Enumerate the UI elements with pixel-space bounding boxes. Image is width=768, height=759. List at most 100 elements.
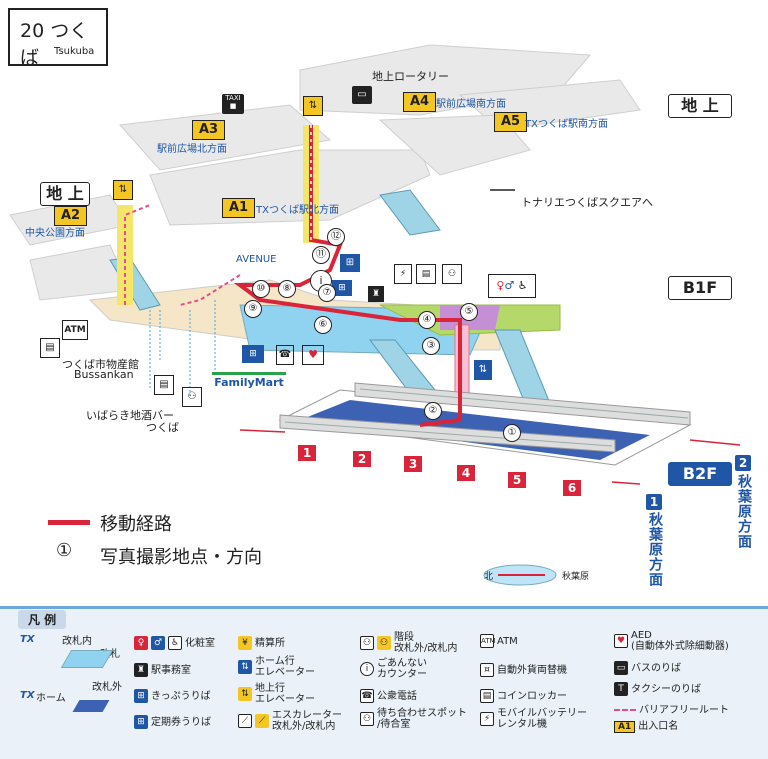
dest-2-number: 2 xyxy=(735,455,751,471)
info-legend-icon: i xyxy=(360,662,374,676)
legend-ticket: ⊞きっぷうりば xyxy=(134,687,211,703)
compass-disc xyxy=(483,564,557,586)
spot-3: ③ xyxy=(422,337,440,355)
label-a5-direction: TXつくば駅南方面 xyxy=(525,119,608,130)
spot-5: ⑤ xyxy=(460,303,478,321)
phone-icon: ☎ xyxy=(276,345,294,365)
label-bussankan-en: Bussankan xyxy=(74,368,134,381)
stairs-in-icon: ⚇ xyxy=(377,636,391,650)
wheelchair-icon: ♿ xyxy=(168,636,182,650)
aed-icon: ♥ xyxy=(302,345,324,365)
spot-12: ⑫ xyxy=(327,228,345,246)
platform-4: 4 xyxy=(457,465,475,481)
spot-1: ① xyxy=(503,424,521,442)
legend-title: 凡 例 xyxy=(18,610,67,629)
legend-pass-ticket: ⊞定期券うりば xyxy=(134,713,211,729)
aed-legend-icon: ♥ xyxy=(614,634,628,648)
stairs-out-icon: ⚇ xyxy=(360,636,374,650)
route-legend-label: 移動経路 xyxy=(100,514,172,535)
label-tonarie: トナリエつくばスクエアへ xyxy=(521,196,653,209)
wait-legend-icon: ⚇ xyxy=(360,712,374,726)
bus-legend-icon: ▭ xyxy=(614,661,628,675)
phone-legend-icon: ☎ xyxy=(360,689,374,703)
exit-a5: A5 xyxy=(494,112,528,132)
label-avenue: AVENUE xyxy=(236,254,277,265)
ground-elevator-icon-a2: ⇅ xyxy=(113,180,133,200)
spot-7: ⑦ xyxy=(318,284,336,302)
dest-2-name: 秋葉原方面 xyxy=(736,474,752,549)
floor-tag-ground-right: 地 上 xyxy=(668,94,732,118)
legend-home-elevator: ⇅ホーム行エレベーター xyxy=(238,656,315,678)
toilet-icon: ♀♂ ♿ xyxy=(488,274,536,298)
fare-adjust-icon: ¥ xyxy=(238,636,252,650)
floor-tag-b1: B1F xyxy=(668,276,732,300)
legend-fare-adjust: ¥精算所 xyxy=(238,634,285,650)
wait-spot-icon: ⚇ xyxy=(182,387,202,407)
photo-legend-label: 写真撮影地点・方向 xyxy=(100,547,262,568)
platform-6: 6 xyxy=(563,480,581,496)
station-name: 20 つくば xyxy=(20,20,89,69)
battery-icon: ⚡ xyxy=(394,264,412,284)
spot-11: ⑪ xyxy=(312,246,330,264)
leader-lines xyxy=(149,300,216,395)
legend-barrier-free: バリアフリールート xyxy=(614,701,729,716)
home-elevator-icon: ⇅ xyxy=(474,360,492,380)
floor-tag-b2: B2F xyxy=(668,462,732,486)
legend-gate-in: 改札内 xyxy=(62,636,92,647)
platform-3: 3 xyxy=(404,456,422,472)
dest-1-number: 1 xyxy=(646,494,662,510)
legend-escalator: ⟋⟋エスカレーター改札外/改札内 xyxy=(238,710,342,732)
station-romaji: Tsukuba xyxy=(54,46,95,57)
taxi-legend-icon: T xyxy=(614,682,628,696)
spot-9: ⑨ xyxy=(244,300,262,318)
locker-legend-icon: ▤ xyxy=(480,689,494,703)
ground-elevator-icon: ⇅ xyxy=(303,96,323,116)
label-a4-direction: 駅前広場南方面 xyxy=(436,99,506,110)
label-bussankan-jp: つくば市物産館 xyxy=(62,358,139,371)
platform-2: 2 xyxy=(353,451,371,467)
label-a3-direction: 駅前広場北方面 xyxy=(157,144,227,155)
familymart-sign: FamilyMart xyxy=(212,372,286,393)
exit-a1: A1 xyxy=(222,198,256,218)
legend-station-office: ♜駅事務室 xyxy=(134,661,191,677)
compass-akihabara: 秋葉原 xyxy=(562,572,590,582)
photo-legend-num: ① xyxy=(56,540,73,561)
legend-wait: ⚇待ち合わせスポット/待合室 xyxy=(360,708,467,730)
pass-ticket-legend-icon: ⊞ xyxy=(134,715,148,729)
legend-bus: ▭バスのりば xyxy=(614,659,681,675)
dest-1-name: 秋葉原方面 xyxy=(647,512,663,587)
legend-ground-elevator: ⇅地上行エレベーター xyxy=(238,683,315,705)
atm-icon: ATM xyxy=(62,320,88,340)
train-windows xyxy=(284,388,689,447)
bus-icon: ▭ xyxy=(352,86,372,104)
legend-tx-logo-2: TX xyxy=(20,690,35,701)
atm-legend-icon: ATM xyxy=(480,634,496,648)
legend-locker: ▤コインロッカー xyxy=(480,687,567,703)
platform-5: 5 xyxy=(508,472,526,488)
legend-aed: ♥AED(自動体外式除細動器) xyxy=(614,630,729,652)
barrier-free-legend-swatch xyxy=(614,709,636,711)
escalator-out-icon: ⟋ xyxy=(238,714,252,728)
stairs-icon: ⚇ xyxy=(442,264,462,284)
compass-north: 北 xyxy=(484,572,494,582)
battery-legend-icon: ⚡ xyxy=(480,712,494,726)
exit-a2: A2 xyxy=(54,206,88,226)
pass-ticket-icon: ⊞ xyxy=(332,280,352,296)
legend-tx-logo-1: TX xyxy=(20,634,35,645)
spot-8: ⑧ xyxy=(278,280,296,298)
platform-1: 1 xyxy=(298,445,316,461)
label-ground-rotary: 地上ロータリー xyxy=(372,70,449,83)
pass-ticket-icon-2: ⊞ xyxy=(242,345,264,363)
station-office-legend-icon: ♜ xyxy=(134,663,148,677)
station-title-box: 20 つくば Tsukuba xyxy=(8,8,108,69)
ticket-legend-icon: ⊞ xyxy=(134,689,148,703)
legend-panel xyxy=(0,606,768,759)
spot-10: ⑩ xyxy=(252,280,270,298)
legend-toilet: ♀♂♿化粧室 xyxy=(134,634,215,650)
male-icon: ♂ xyxy=(151,636,165,650)
label-a2-direction: 中央公園方面 xyxy=(25,228,85,239)
barrier-free-route xyxy=(124,204,151,305)
b2-platform xyxy=(278,382,692,466)
legend-home: ホーム xyxy=(36,693,66,704)
